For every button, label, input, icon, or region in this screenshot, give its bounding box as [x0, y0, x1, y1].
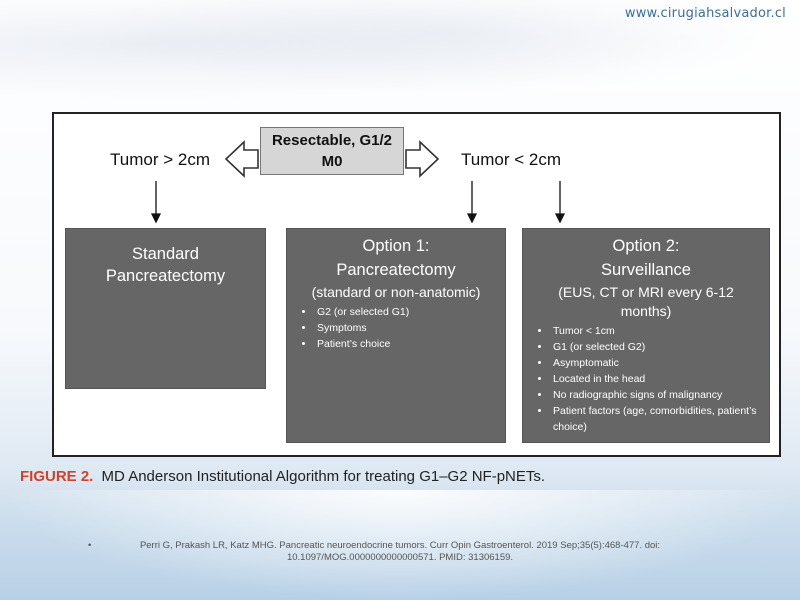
option2-criterion: Patient factors (age, comorbidities, pat…	[551, 403, 769, 435]
left-hollow-arrow	[224, 140, 259, 178]
website-url: www.cirugiahsalvador.cl	[624, 6, 786, 21]
arrow-head-option2	[554, 213, 566, 224]
standard-box-line2: Pancreatectomy	[105, 267, 226, 285]
option1-criterion: G2 (or selected G1)	[315, 304, 505, 320]
standard-box-line1: Standard	[132, 245, 199, 263]
citation: • Perri G, Prakash LR, Katz MHG. Pancrea…	[88, 540, 710, 564]
citation-bullet: •	[88, 540, 92, 551]
tumor-less-label: Tumor < 2cm	[461, 150, 561, 169]
background-wave	[0, 490, 800, 600]
option2-criterion: G1 (or selected G2)	[551, 339, 769, 355]
option2-criterion: Located in the head	[551, 371, 769, 387]
figure-caption-text: MD Anderson Institutional Algorithm for …	[101, 468, 546, 485]
option2-criterion: No radiographic signs of malignancy	[551, 387, 769, 403]
option1-criterion: Patient’s choice	[315, 336, 505, 352]
figure-label: FIGURE 2.	[20, 468, 94, 485]
citation-line1: Perri G, Prakash LR, Katz MHG. Pancreati…	[139, 540, 661, 551]
option1-criteria-list: G2 (or selected G1) Symptoms Patient’s c…	[287, 304, 505, 352]
standard-pancreatectomy-box: Standard Pancreatectomy	[65, 228, 266, 389]
resectable-box-line2: M0	[321, 153, 343, 170]
option2-criteria-list: Tumor < 1cm G1 (or selected G2) Asymptom…	[523, 323, 769, 435]
option2-note-line1: (EUS, CT or MRI every 6-12	[558, 284, 734, 300]
option2-criterion: Tumor < 1cm	[551, 323, 769, 339]
right-hollow-arrow	[405, 140, 440, 178]
citation-line2: 10.1097/MOG.0000000000000571. PMID: 3130…	[286, 552, 514, 563]
figure-caption: FIGURE 2. MD Anderson Institutional Algo…	[20, 468, 545, 485]
resectable-box-line1: Resectable, G1/2	[271, 132, 393, 149]
tumor-greater-label: Tumor > 2cm	[110, 150, 210, 169]
option1-box: Option 1: Pancreatectomy (standard or no…	[286, 228, 506, 443]
option2-box: Option 2: Surveillance (EUS, CT or MRI e…	[522, 228, 770, 443]
option1-note: (standard or non-anatomic)	[311, 284, 481, 300]
option2-title: Option 2:	[612, 237, 680, 255]
option1-criterion: Symptoms	[315, 320, 505, 336]
arrow-head-option1	[466, 213, 478, 224]
background-decoration	[0, 0, 800, 110]
option2-criterion: Asymptomatic	[551, 355, 769, 371]
option2-subtitle: Surveillance	[601, 261, 691, 279]
option2-note-line2: months)	[620, 303, 672, 319]
arrow-head-standard	[150, 213, 162, 224]
option1-subtitle: Pancreatectomy	[336, 261, 456, 279]
option1-title: Option 1:	[362, 237, 430, 255]
resectable-box: Resectable, G1/2 M0	[260, 127, 404, 175]
